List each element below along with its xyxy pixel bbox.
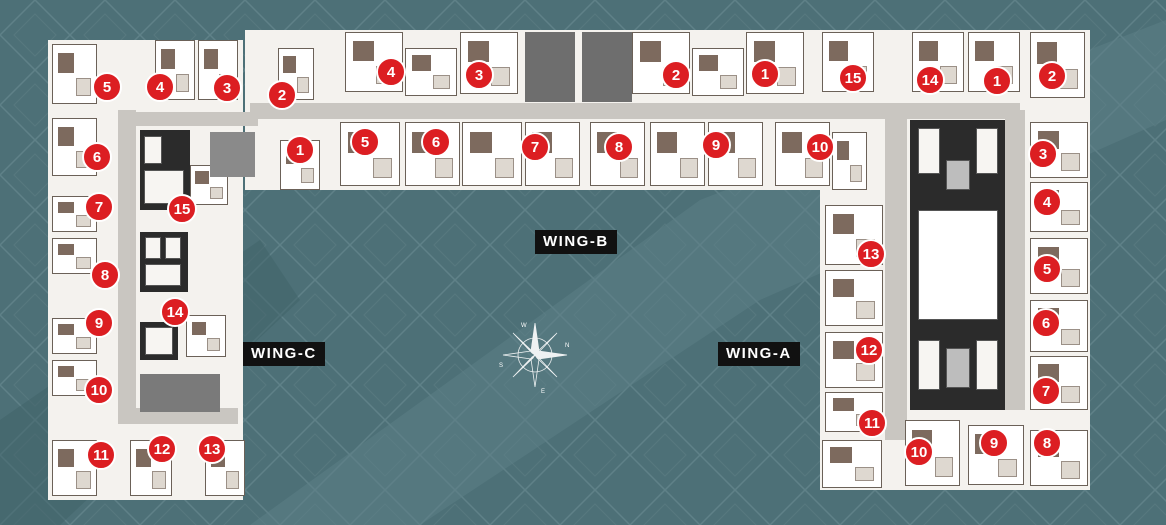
apartment bbox=[52, 44, 97, 104]
unit-marker-wing-a[interactable]: 2 bbox=[1037, 61, 1067, 91]
unit-marker-wing-b[interactable]: 7 bbox=[520, 132, 550, 162]
unit-marker-wing-b[interactable]: 10 bbox=[805, 132, 835, 162]
unit-marker-wing-b[interactable]: 9 bbox=[701, 130, 731, 160]
unit-marker-wing-c[interactable]: 13 bbox=[197, 434, 227, 464]
unit-marker-wing-c[interactable]: 4 bbox=[145, 72, 175, 102]
stair-lift-core bbox=[140, 232, 188, 292]
apartment bbox=[775, 122, 830, 186]
compass-rose-icon: W N E S bbox=[499, 322, 569, 395]
apartment bbox=[405, 48, 457, 96]
unit-marker-wing-a[interactable]: 3 bbox=[1028, 139, 1058, 169]
unit-marker-wing-a[interactable]: 4 bbox=[1032, 187, 1062, 217]
unit-marker-wing-b[interactable]: 14 bbox=[915, 65, 945, 95]
unit-marker-wing-c[interactable]: 6 bbox=[82, 142, 112, 172]
unit-marker-wing-c[interactable]: 15 bbox=[167, 194, 197, 224]
stair-lift-core bbox=[140, 322, 178, 360]
unit-marker-wing-b[interactable]: 8 bbox=[604, 132, 634, 162]
unit-marker-wing-a[interactable]: 13 bbox=[856, 239, 886, 269]
unit-marker-wing-b[interactable]: 3 bbox=[464, 60, 494, 90]
wing-label-b: WING-B bbox=[535, 230, 617, 254]
compass-west-label: W bbox=[521, 323, 527, 329]
apartment bbox=[205, 440, 245, 496]
corridor bbox=[1005, 110, 1025, 410]
unit-marker-wing-b[interactable]: 4 bbox=[376, 57, 406, 87]
service-shaft bbox=[210, 132, 255, 177]
apartment bbox=[822, 440, 882, 488]
apartment bbox=[52, 238, 97, 274]
unit-marker-wing-c[interactable]: 8 bbox=[90, 260, 120, 290]
apartment bbox=[155, 40, 195, 100]
apartment bbox=[825, 270, 883, 326]
unit-marker-wing-c[interactable]: 12 bbox=[147, 434, 177, 464]
unit-marker-wing-c[interactable]: 14 bbox=[160, 297, 190, 327]
corridor bbox=[250, 103, 1020, 119]
unit-marker-wing-a[interactable]: 8 bbox=[1032, 428, 1062, 458]
unit-marker-wing-b[interactable]: 6 bbox=[421, 127, 451, 157]
wing-label-a: WING-A bbox=[718, 342, 800, 366]
corridor bbox=[885, 110, 907, 440]
unit-marker-wing-c[interactable]: 1 bbox=[285, 135, 315, 165]
compass-north-label: N bbox=[565, 343, 569, 349]
service-shaft bbox=[140, 374, 220, 412]
apartment bbox=[650, 122, 705, 186]
lift-core bbox=[525, 32, 575, 102]
unit-marker-wing-a[interactable]: 7 bbox=[1031, 376, 1061, 406]
unit-marker-wing-c[interactable]: 10 bbox=[84, 375, 114, 405]
unit-marker-wing-b[interactable]: 1 bbox=[750, 59, 780, 89]
unit-marker-wing-c[interactable]: 9 bbox=[84, 308, 114, 338]
lift-core bbox=[582, 32, 632, 102]
apartment bbox=[462, 122, 522, 186]
apartment bbox=[186, 315, 226, 357]
compass-south-label: S bbox=[499, 363, 503, 369]
stair-lift-core bbox=[910, 120, 1005, 410]
corridor bbox=[118, 112, 258, 126]
corridor bbox=[118, 408, 238, 424]
unit-marker-wing-c[interactable]: 3 bbox=[212, 73, 242, 103]
unit-marker-wing-a[interactable]: 12 bbox=[854, 335, 884, 365]
unit-marker-wing-a[interactable]: 9 bbox=[979, 428, 1009, 458]
wing-label-c: WING-C bbox=[243, 342, 325, 366]
apartment bbox=[692, 48, 744, 96]
unit-marker-wing-a[interactable]: 11 bbox=[857, 408, 887, 438]
corridor bbox=[118, 110, 136, 420]
unit-marker-wing-c[interactable]: 2 bbox=[267, 80, 297, 110]
unit-marker-wing-c[interactable]: 11 bbox=[86, 440, 116, 470]
unit-marker-wing-a[interactable]: 10 bbox=[904, 437, 934, 467]
unit-marker-wing-c[interactable]: 5 bbox=[92, 72, 122, 102]
unit-marker-wing-a[interactable]: 5 bbox=[1032, 254, 1062, 284]
unit-marker-wing-a[interactable]: 1 bbox=[982, 66, 1012, 96]
unit-marker-wing-b[interactable]: 15 bbox=[838, 63, 868, 93]
unit-marker-wing-c[interactable]: 7 bbox=[84, 192, 114, 222]
unit-marker-wing-b[interactable]: 2 bbox=[661, 60, 691, 90]
compass-east-label: E bbox=[541, 389, 545, 395]
unit-marker-wing-a[interactable]: 6 bbox=[1031, 308, 1061, 338]
unit-marker-wing-b[interactable]: 5 bbox=[350, 127, 380, 157]
apartment bbox=[832, 132, 867, 190]
